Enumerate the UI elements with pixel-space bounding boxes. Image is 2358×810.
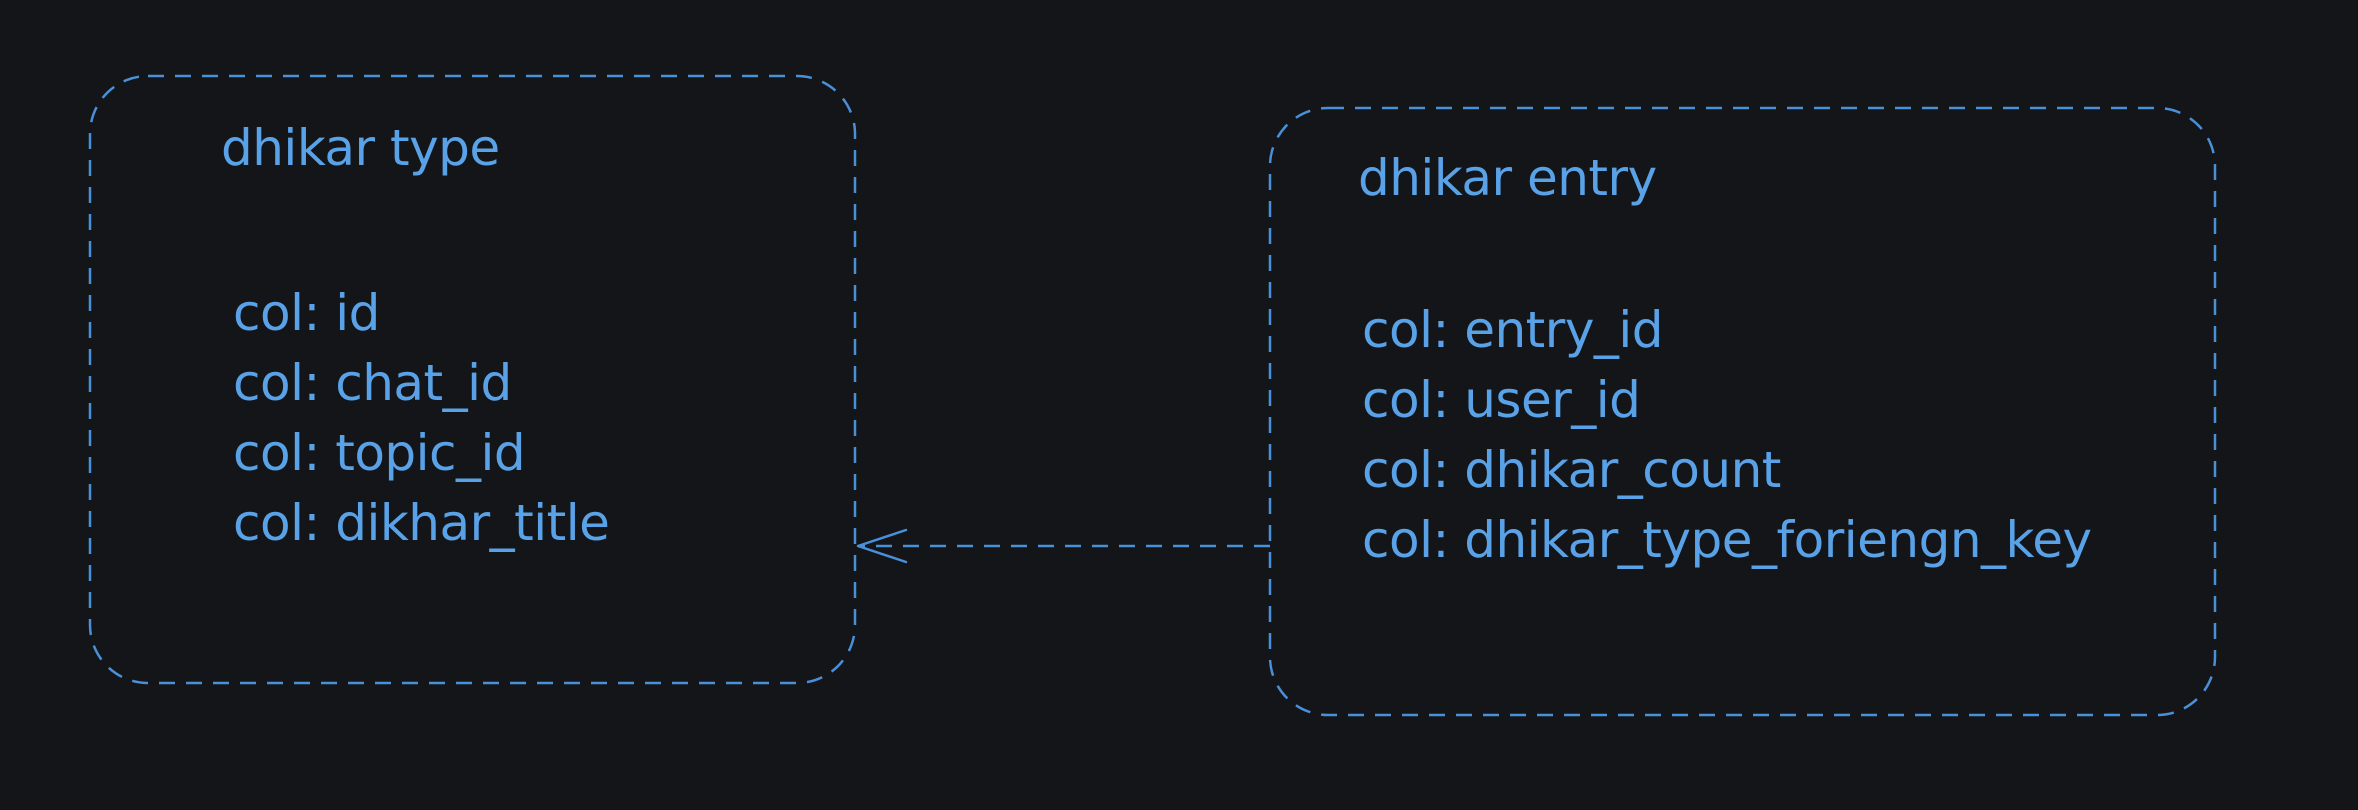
column-item: col: entry_id xyxy=(1362,301,1664,359)
entity-box-dhikar-type[interactable] xyxy=(88,74,857,685)
entity-title-dhikar-entry: dhikar entry xyxy=(1358,149,1657,207)
connector-arrowhead xyxy=(856,528,908,564)
column-item: col: id xyxy=(233,284,380,342)
column-item: col: chat_id xyxy=(233,354,512,412)
column-item: col: dhikar_type_foriengn_key xyxy=(1362,511,2092,569)
entity-columns-dhikar-entry: col: entry_id col: user_id col: dhikar_c… xyxy=(1362,295,2092,575)
entity-title-dhikar-type: dhikar type xyxy=(221,119,500,177)
entity-columns-dhikar-type: col: id col: chat_id col: topic_id col: … xyxy=(233,278,610,558)
relationship-connector[interactable] xyxy=(856,528,1270,564)
column-item: col: topic_id xyxy=(233,424,526,482)
column-item: col: dhikar_count xyxy=(1362,441,1781,499)
column-item: col: user_id xyxy=(1362,371,1641,429)
entity-box-dhikar-entry[interactable] xyxy=(1268,106,2217,717)
column-item: col: dikhar_title xyxy=(233,494,610,552)
